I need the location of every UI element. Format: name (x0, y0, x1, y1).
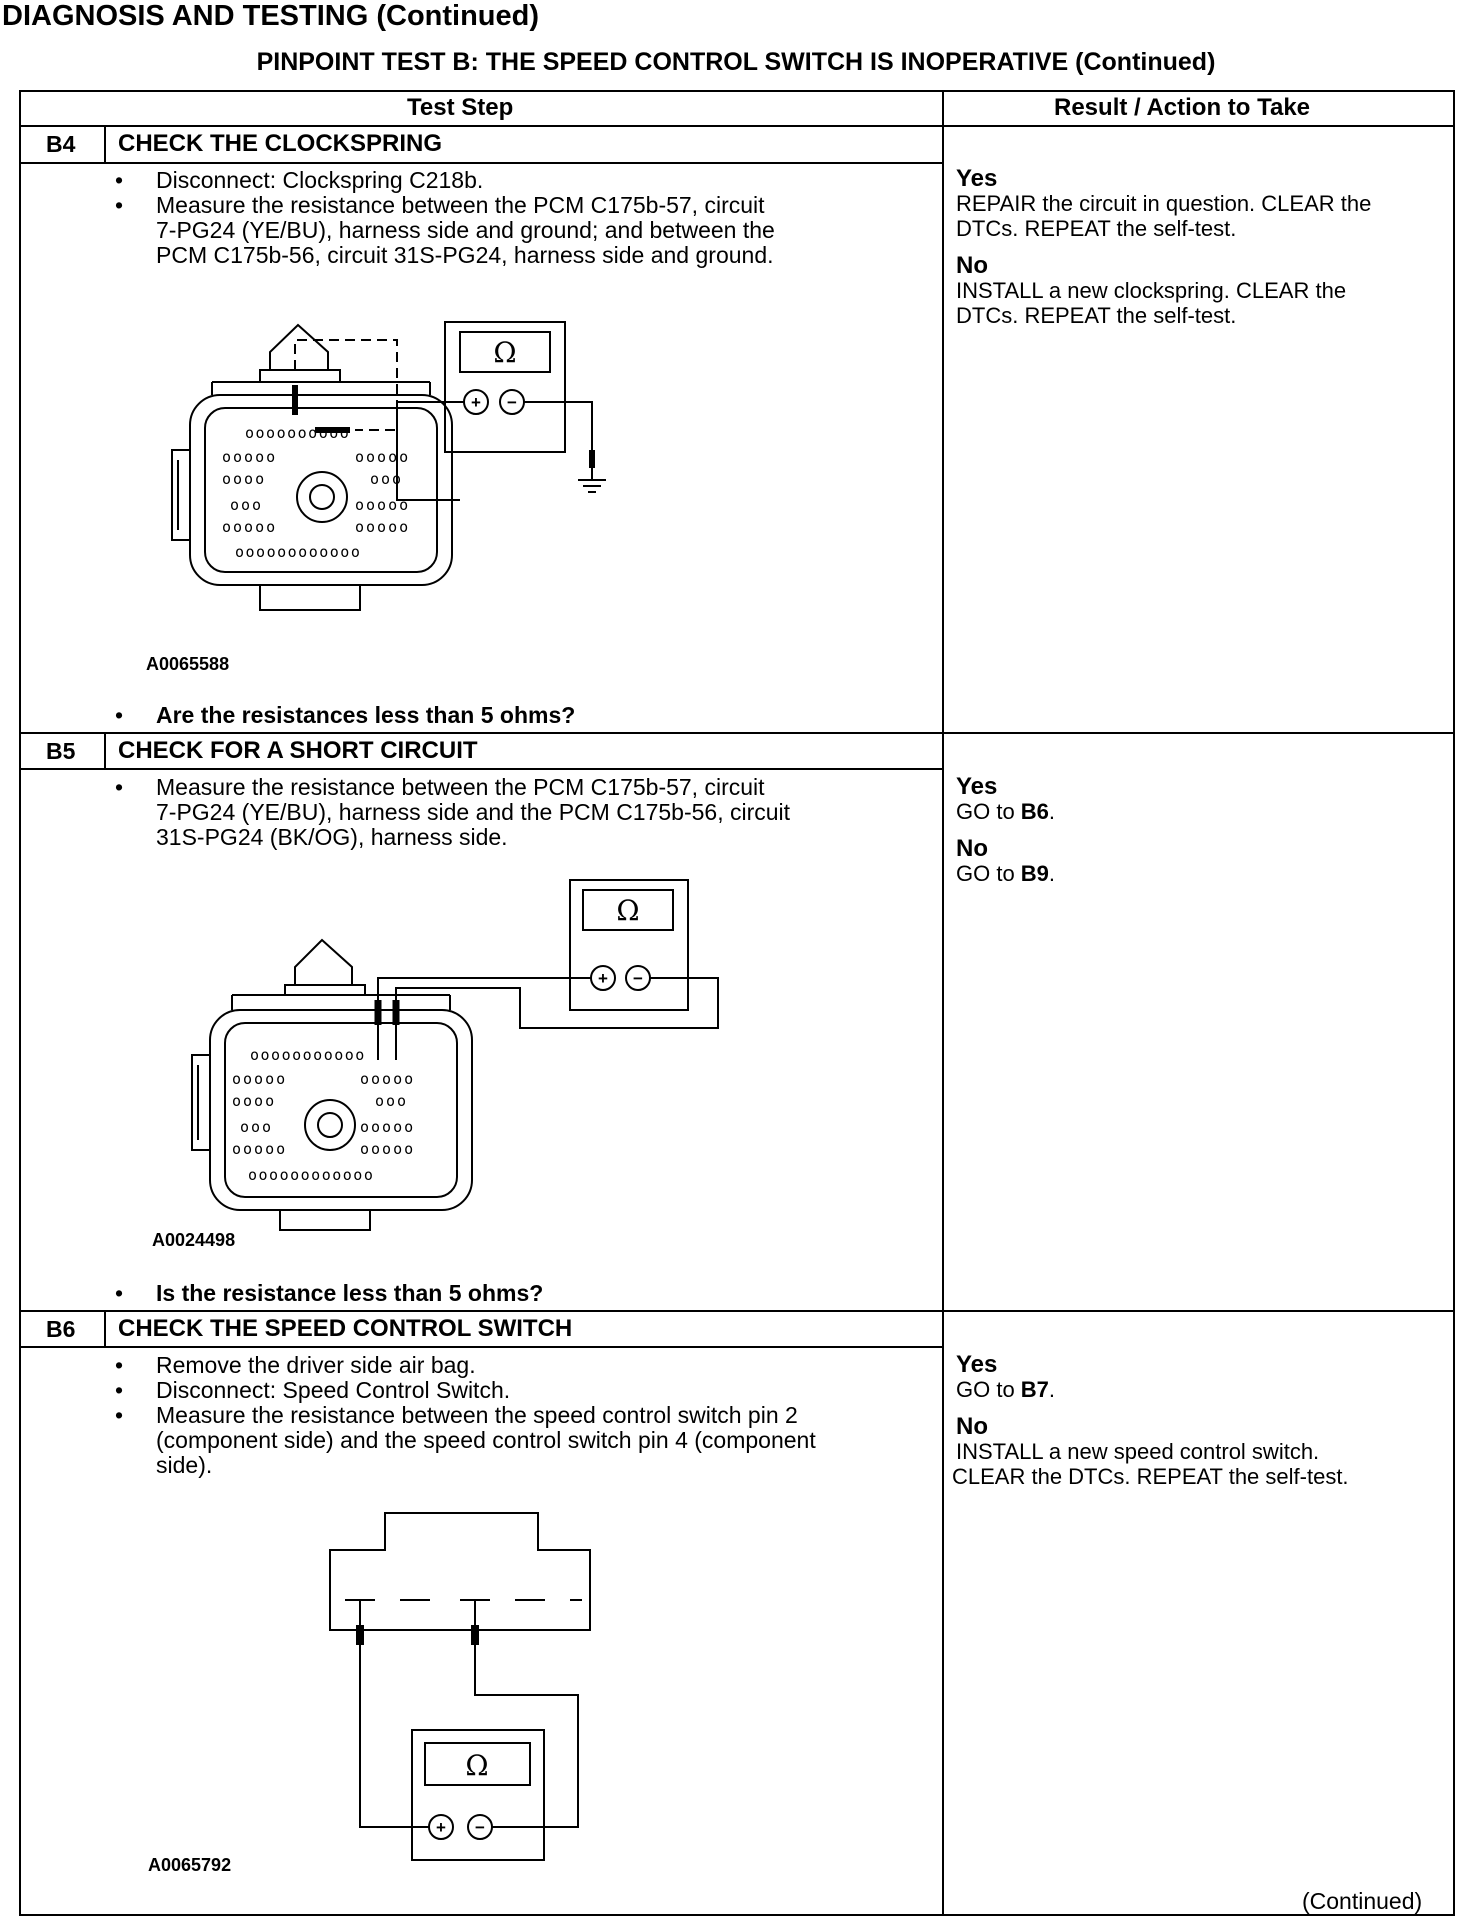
step-line: Remove the driver side air bag. (156, 1352, 476, 1378)
svg-text:ooooo: ooooo (355, 518, 410, 536)
step-title: CHECK FOR A SHORT CIRCUIT (118, 737, 478, 764)
result-no-label: No (956, 835, 988, 862)
result-yes-label: Yes (956, 165, 998, 192)
svg-text:ooooo: ooooo (232, 1070, 287, 1088)
minus-terminal: − (475, 1818, 485, 1837)
figure-id: A0024498 (152, 1230, 236, 1250)
column-header-result: Result / Action to Take (1054, 94, 1311, 121)
step-title: CHECK THE SPEED CONTROL SWITCH (118, 1315, 573, 1342)
svg-text:ooooo: ooooo (232, 1140, 287, 1158)
svg-text:ooo: ooo (370, 470, 403, 488)
svg-text:oooooooooooo: oooooooooooo (248, 1166, 374, 1184)
step-line: 7-PG24 (YE/BU), harness side and the PCM… (156, 799, 791, 825)
connector-short-circuit-diagram: ooooooooooo ooooo ooooo oooo ooo ooo ooo… (191, 879, 719, 1231)
svg-text:ooooo: ooooo (355, 448, 410, 466)
svg-text:oooooooooooo: oooooooooooo (235, 543, 361, 561)
bullet: • (115, 1402, 124, 1428)
svg-text:ooooo: ooooo (360, 1070, 415, 1088)
section-title: PINPOINT TEST B: THE SPEED CONTROL SWITC… (256, 48, 1216, 76)
svg-text:ooo: ooo (240, 1118, 273, 1136)
bullet: • (115, 1377, 124, 1403)
ohm-symbol: Ω (465, 1749, 488, 1782)
step-id: B4 (46, 131, 76, 157)
result-yes-text: GO to B6. (956, 799, 1056, 824)
step-line: PCM C175b-56, circuit 31S-PG24, harness … (156, 242, 774, 268)
result-yes-text: GO to B7. (956, 1377, 1056, 1402)
step-title: CHECK THE CLOCKSPRING (118, 130, 443, 157)
result-yes-text: DTCs. REPEAT the self-test. (956, 216, 1237, 241)
svg-text:oooo: oooo (232, 1092, 276, 1110)
result-no-text: GO to B9. (956, 861, 1056, 886)
bullet: • (115, 192, 124, 218)
svg-text:ooooo: ooooo (360, 1140, 415, 1158)
step-line: 7-PG24 (YE/BU), harness side and ground;… (156, 217, 775, 243)
svg-text:ooooo: ooooo (222, 518, 277, 536)
step-line: (component side) and the speed control s… (156, 1427, 816, 1453)
minus-terminal: − (507, 393, 517, 412)
result-yes-text: REPAIR the circuit in question. CLEAR th… (956, 191, 1372, 216)
svg-text:ooooo: ooooo (222, 448, 277, 466)
bullet: • (115, 1280, 124, 1306)
result-yes-label: Yes (956, 1351, 998, 1378)
plus-terminal: + (598, 969, 608, 988)
connector-resistance-diagram: ooooo ooooo ooooo ooooo oooo ooo ooo oooo… (171, 321, 606, 611)
result-no-text: CLEAR the DTCs. REPEAT the self-test. (952, 1464, 1349, 1489)
bullet: • (115, 774, 124, 800)
svg-text:ooooo: ooooo (360, 1118, 415, 1136)
bullet: • (115, 1352, 124, 1378)
ohm-symbol: Ω (616, 894, 639, 927)
column-header-test-step: Test Step (407, 94, 514, 121)
continued-note: (Continued) (1302, 1888, 1423, 1914)
minus-terminal: − (633, 969, 643, 988)
switch-resistance-diagram: Ω + − (329, 1512, 591, 1861)
step-line: Measure the resistance between the PCM C… (156, 774, 765, 800)
svg-text:ooo: ooo (230, 496, 263, 514)
step-line: side). (156, 1452, 213, 1478)
step-id: B5 (46, 738, 76, 764)
test-question: Are the resistances less than 5 ohms? (156, 702, 576, 728)
bullet: • (115, 702, 124, 728)
step-line: Disconnect: Clockspring C218b. (156, 167, 484, 193)
plus-terminal: + (436, 1818, 446, 1837)
page-title: DIAGNOSIS AND TESTING (Continued) (2, 0, 540, 32)
svg-text:ooooooooooo: ooooooooooo (250, 1046, 366, 1064)
step-line: Measure the resistance between the speed… (156, 1402, 798, 1428)
result-no-label: No (956, 1413, 988, 1440)
step-line: Measure the resistance between the PCM C… (156, 192, 765, 218)
figure-id: A0065588 (146, 654, 230, 674)
result-no-text: INSTALL a new speed control switch. (956, 1439, 1320, 1464)
plus-terminal: + (471, 393, 481, 412)
result-yes-label: Yes (956, 773, 998, 800)
ohm-symbol: Ω (493, 336, 516, 369)
test-question: Is the resistance less than 5 ohms? (156, 1280, 544, 1306)
result-no-text: INSTALL a new clockspring. CLEAR the (956, 278, 1347, 303)
figure-id: A0065792 (148, 1855, 232, 1875)
svg-text:ooooo: ooooo (355, 496, 410, 514)
svg-text:ooo: ooo (375, 1092, 408, 1110)
result-no-label: No (956, 252, 988, 279)
result-no-text: DTCs. REPEAT the self-test. (956, 303, 1237, 328)
step-id: B6 (46, 1316, 76, 1342)
step-line: Disconnect: Speed Control Switch. (156, 1377, 511, 1403)
step-line: 31S-PG24 (BK/OG), harness side. (156, 824, 508, 850)
svg-text:oooo: oooo (222, 470, 266, 488)
bullet: • (115, 167, 124, 193)
